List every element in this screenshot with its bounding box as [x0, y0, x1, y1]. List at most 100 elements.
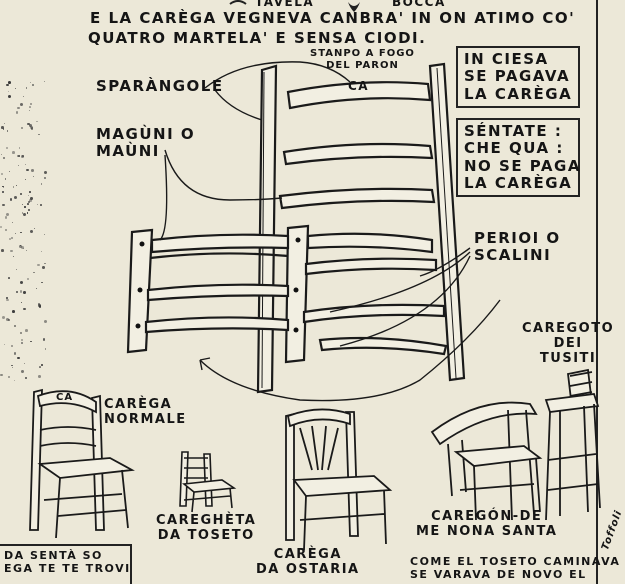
paper-speck	[40, 364, 43, 367]
paper-speck	[22, 248, 24, 250]
paper-speck	[11, 364, 13, 367]
paper-speck	[8, 171, 10, 173]
label-sparangole: SPARÀNGOLE	[96, 77, 224, 95]
paper-speck	[3, 128, 5, 130]
chair-normale	[29, 388, 135, 539]
label-caregoto: CAREGOTO DEI TUSITI	[522, 321, 615, 366]
paper-speck	[39, 204, 42, 207]
paper-speck	[13, 379, 15, 381]
paper-speck	[44, 234, 46, 236]
paper-speck	[21, 212, 24, 215]
paper-speck	[21, 370, 25, 374]
chair-rung-4	[302, 303, 446, 324]
paper-speck	[27, 203, 29, 205]
note-box-ciesa-text: IN CIESA SE PAGAVA LA CARÈGA	[464, 50, 573, 103]
paper-speck	[33, 227, 36, 230]
paper-speck	[16, 155, 19, 157]
paper-speck	[44, 348, 47, 350]
paper-speck	[17, 107, 20, 110]
chair-seat-rail-front	[150, 233, 290, 254]
note-box-ciesa: IN CIESA SE PAGAVA LA CARÈGA	[456, 46, 580, 108]
paper-speck	[9, 238, 11, 240]
paper-speck	[27, 200, 31, 204]
paper-speck	[32, 84, 34, 86]
header-fragment-right: BOCCA	[392, 0, 446, 9]
paper-speck	[43, 177, 46, 180]
paper-speck	[42, 338, 46, 341]
paper-speck	[0, 172, 4, 176]
main-chair	[126, 62, 466, 394]
paper-speck	[30, 82, 32, 84]
paper-speck	[35, 287, 38, 290]
paper-speck	[33, 175, 35, 178]
annotation-lines	[159, 61, 501, 402]
chair-back-post-left	[256, 64, 278, 394]
chair-back-post-right	[428, 62, 466, 382]
chair-back-slat-top	[286, 81, 432, 110]
paper-speck	[1, 249, 4, 252]
chair-rung-5	[318, 336, 448, 356]
peg-holes	[135, 237, 301, 333]
paper-speck	[17, 356, 21, 360]
paper-speck	[20, 331, 23, 334]
paper-speck	[21, 204, 23, 206]
header-deco-ornament	[348, 2, 360, 12]
paper-speck	[31, 168, 34, 172]
paper-speck	[28, 109, 30, 112]
paper-speck	[20, 339, 23, 342]
paper-speck	[2, 157, 5, 160]
footer-left-text: DA SENTÀ SO EGA TE TE TROVI	[4, 549, 131, 575]
paper-speck	[42, 265, 46, 269]
paper-speck	[6, 83, 9, 87]
paper-speck	[14, 325, 17, 328]
paper-speck	[18, 165, 20, 167]
chair-leg-front-right	[284, 224, 310, 364]
paper-speck	[30, 102, 33, 106]
paper-speck	[5, 178, 7, 180]
paper-speck	[20, 193, 23, 196]
chair-toseto	[179, 451, 237, 513]
header-line-2: QUATRO MARTELA' E SENSA CIODI.	[88, 29, 427, 47]
paper-speck	[13, 195, 17, 199]
header-line-1: E LA CARÈGA VEGNEVA CANBRA' IN ON ATIMO …	[90, 9, 576, 27]
paper-speck	[6, 130, 9, 132]
paper-speck	[38, 304, 41, 307]
paper-speck	[17, 154, 20, 157]
paper-speck	[12, 151, 15, 154]
paper-speck	[12, 255, 14, 257]
paper-speck	[43, 171, 47, 174]
paper-speck	[30, 229, 34, 233]
paper-speck	[26, 212, 29, 214]
paper-speck	[9, 198, 13, 201]
paper-speck	[43, 80, 46, 83]
header-deco	[229, 0, 247, 5]
paper-speck	[5, 317, 9, 321]
paper-speck	[0, 373, 3, 376]
paper-speck	[12, 309, 16, 313]
paper-speck	[6, 297, 9, 300]
note-box-sentate: SÉNTATE : CHE QUA : NO SE PAGA LA CARÈGA	[456, 118, 580, 197]
label-maguni: MAGÙNI O MAÙNI	[96, 125, 196, 161]
paper-speck	[36, 120, 38, 123]
label-stamp: STANPO A FOGO DEL PARON	[310, 48, 415, 71]
paper-speck	[20, 231, 22, 234]
paper-speck	[22, 290, 26, 294]
chair-seat-rail-back	[149, 252, 289, 260]
footer-right-text: COME EL TOSETO CAMINAVA SE VARAVA DE NOV…	[410, 555, 621, 581]
paper-speck	[25, 179, 27, 181]
paper-speck	[20, 341, 24, 344]
paper-speck	[18, 146, 21, 149]
paper-speck	[0, 226, 2, 229]
paper-speck	[2, 203, 5, 207]
paper-speck	[21, 126, 24, 130]
paper-speck	[10, 345, 13, 348]
paper-speck	[7, 91, 9, 93]
paper-speck	[16, 185, 18, 187]
paper-speck	[2, 186, 5, 189]
paper-speck	[3, 344, 5, 346]
paper-speck	[28, 195, 30, 197]
label-small-chair-stamp: CA	[56, 392, 74, 403]
paper-speck	[23, 307, 26, 310]
paper-speck	[19, 245, 22, 248]
